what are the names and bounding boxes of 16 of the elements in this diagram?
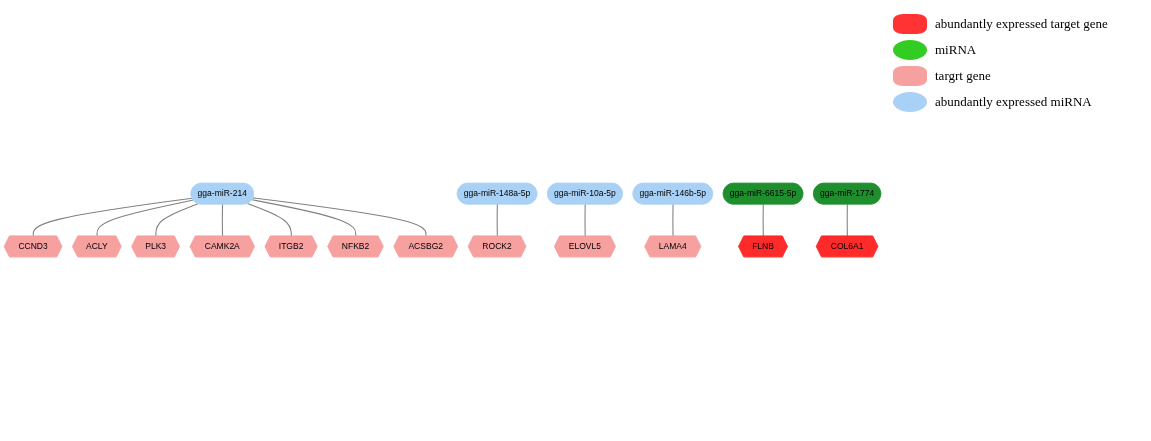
legend-text: abundantly expressed miRNA [935,94,1092,110]
connector [246,203,292,238]
connector [221,204,224,238]
legend-text: miRNA [935,42,977,58]
connector [155,203,199,238]
connector [496,204,498,238]
legend-text: targrt gene [935,68,991,84]
connector [251,199,357,238]
connector [672,204,674,238]
connector [584,204,586,238]
connector [762,204,764,238]
connector [846,204,848,238]
connector [252,197,427,238]
connector [32,198,193,238]
connector [96,200,194,238]
legend-text: abundantly expressed target gene [935,16,1108,32]
